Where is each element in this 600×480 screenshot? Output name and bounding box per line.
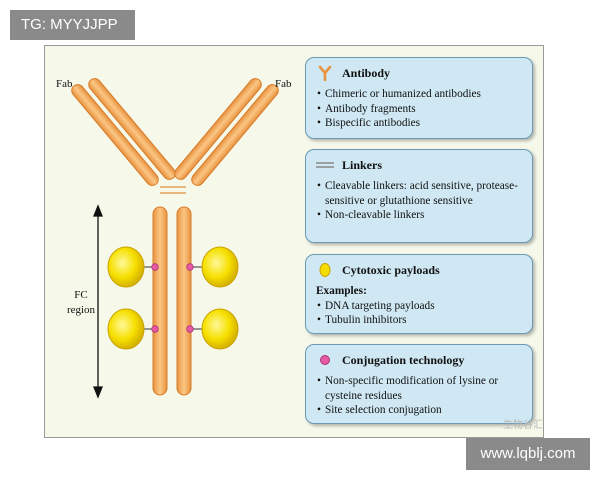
antibody-title-text: Antibody <box>342 65 391 80</box>
list-item: Non-cleavable linkers <box>316 208 526 223</box>
list-item: Antibody fragments <box>316 102 526 117</box>
cytotoxic-payloads <box>107 246 239 350</box>
hinge-linkers <box>160 186 186 194</box>
fab-right-label: Fab <box>275 78 292 90</box>
linkers-box-title: Linkers <box>316 156 526 174</box>
payloads-box-title: Cytotoxic payloads <box>316 261 526 279</box>
watermark-badge: www.lqblj.com <box>466 438 590 470</box>
list-item: Bispecific antibodies <box>316 116 526 131</box>
fc-region-arrow <box>93 204 103 399</box>
fab-left-label: Fab <box>56 78 73 90</box>
list-item: Tubulin inhibitors <box>316 313 526 328</box>
payload-ellipse-icon <box>316 263 334 277</box>
antibody-y-icon <box>316 65 334 81</box>
fc-chains <box>152 206 192 396</box>
conjugation-dot-icon <box>316 353 334 367</box>
list-item: DNA targeting payloads <box>316 299 526 314</box>
list-item: Site selection conjugation <box>316 403 526 418</box>
conjugation-box-title: Conjugation technology <box>316 351 526 369</box>
payloads-info-box: Cytotoxic payloads Examples: DNA targeti… <box>305 254 533 334</box>
list-item: Chimeric or humanized antibodies <box>316 87 526 102</box>
fc-label-line2: region <box>66 304 96 316</box>
antibody-info-box: Antibody Chimeric or humanized antibodie… <box>305 57 533 139</box>
linkers-info-box: Linkers Cleavable linkers: acid sensitiv… <box>305 149 533 243</box>
payload-stalks <box>135 266 211 330</box>
conjugation-title-text: Conjugation technology <box>342 352 465 367</box>
list-item: Cleavable linkers: acid sensitive, prote… <box>316 179 526 208</box>
conjugation-dots <box>151 263 194 333</box>
antibody-box-title: Antibody <box>316 64 526 82</box>
corner-logo: 生物谷汇 <box>503 420 543 431</box>
payloads-title-text: Cytotoxic payloads <box>342 262 440 277</box>
fc-region-label: FC region <box>64 288 98 318</box>
fc-label-line1: FC <box>74 289 88 301</box>
linker-lines-icon <box>316 158 334 172</box>
linkers-title-text: Linkers <box>342 157 383 172</box>
payloads-subtitle: Examples: <box>316 285 367 297</box>
fab-left-arm <box>71 78 176 186</box>
fab-right-arm <box>174 78 279 186</box>
list-item: Non-specific modification of lysine or c… <box>316 374 526 403</box>
conjugation-info-box: Conjugation technology Non-specific modi… <box>305 344 533 424</box>
top-left-tag: TG: MYYJJPP <box>10 10 135 40</box>
